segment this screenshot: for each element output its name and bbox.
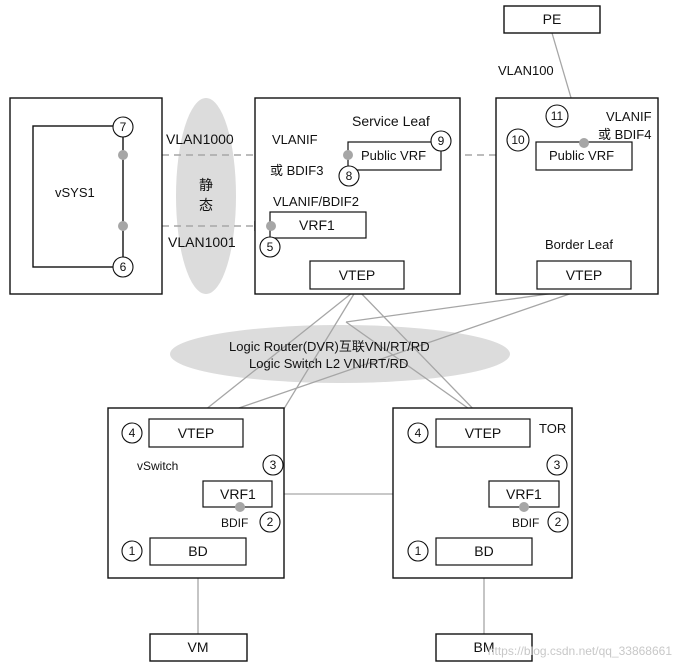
logic-router-label: Logic Router(DVR)互联VNI/RT/RD xyxy=(229,339,430,354)
badge-8-text: 8 xyxy=(346,169,353,183)
badge-1-tor xyxy=(407,540,429,562)
vlanif-bl-label: VLANIF xyxy=(606,109,652,124)
vs-bd-label: BD xyxy=(188,543,207,559)
sl-vrf1-box xyxy=(269,211,367,239)
bm-label: BM xyxy=(474,639,495,655)
vlan1000-label: VLAN1000 xyxy=(166,131,234,147)
tor-vrf1-port xyxy=(519,502,529,512)
badge-3-tor-text: 3 xyxy=(554,458,561,472)
vsys1-inner-box xyxy=(32,125,124,268)
sl-vtep-box xyxy=(309,260,405,290)
vs-vtep-label: VTEP xyxy=(178,425,215,441)
badge-4-vs-text: 4 xyxy=(129,426,136,440)
vm-box xyxy=(149,633,248,662)
badge-10 xyxy=(506,128,530,152)
badge-2-tor xyxy=(547,511,569,533)
sl-vrf1-label: VRF1 xyxy=(299,217,335,233)
tor-bdif-label: BDIF xyxy=(512,516,539,530)
badge-4-tor xyxy=(407,422,429,444)
tor-bd-label: BD xyxy=(474,543,493,559)
sl-vtep-to-vs-vtep-line xyxy=(194,288,358,419)
badge-7 xyxy=(112,116,134,138)
tor-vtep-label: VTEP xyxy=(465,425,502,441)
badge-8 xyxy=(338,165,360,187)
watermark-text: https://blog.csdn.net/qq_33868661 xyxy=(488,644,672,658)
badge-11-text: 11 xyxy=(551,109,564,123)
badge-3-vs xyxy=(262,454,284,476)
bl-vtep-label: VTEP xyxy=(566,267,603,283)
badge-1-tor-text: 1 xyxy=(415,544,422,558)
tor-bd-box xyxy=(435,537,533,566)
vswitch-label: vSwitch xyxy=(137,459,178,473)
static-label-bottom: 态 xyxy=(199,197,213,213)
badge-6 xyxy=(112,256,134,278)
bl-to-tor-line xyxy=(345,321,483,419)
vs-bdif-label: BDIF xyxy=(221,516,248,530)
badge-9 xyxy=(430,130,452,152)
badge-1-vs-text: 1 xyxy=(129,544,136,558)
badge-2-vs-text: 2 xyxy=(267,515,274,529)
static-label-top: 静 xyxy=(199,177,213,193)
vsys1-vlan1001-port xyxy=(118,221,128,231)
badge-3-vs-text: 3 xyxy=(270,458,277,472)
logic-ellipse xyxy=(170,325,510,383)
sl-vtep-to-tor-vtep-line xyxy=(356,288,483,419)
tor-vrf1-label: VRF1 xyxy=(506,486,542,502)
border-leaf-label: Border Leaf xyxy=(545,237,613,252)
badge-6-text: 6 xyxy=(120,260,127,274)
pe-box xyxy=(503,5,601,34)
bl-public-vrf-port xyxy=(579,138,589,148)
vlan100-label: VLAN100 xyxy=(498,63,554,78)
pe-label: PE xyxy=(543,11,562,27)
badge-11 xyxy=(545,104,569,128)
bl-vtep-to-vs-line xyxy=(209,288,585,419)
badge-5-text: 5 xyxy=(267,240,274,254)
vs-vrf1-label: VRF1 xyxy=(220,486,256,502)
bdif4-label: 或 BDIF4 xyxy=(598,127,651,142)
service-leaf-label: Service Leaf xyxy=(352,113,430,129)
vlanif-sl-label: VLANIF xyxy=(272,132,318,147)
badge-4-vs xyxy=(121,422,143,444)
vsys1-vlan1000-port xyxy=(118,150,128,160)
vs-vrf1-port xyxy=(235,502,245,512)
vs-vrf1-box xyxy=(202,480,273,508)
badge-1-vs xyxy=(121,540,143,562)
bdif3-label: 或 BDIF3 xyxy=(270,163,323,178)
sl-vtep-label: VTEP xyxy=(339,267,376,283)
badge-2-vs xyxy=(259,511,281,533)
badge-9-text: 9 xyxy=(438,134,445,148)
vlan1001-label: VLAN1001 xyxy=(168,234,236,250)
vs-bd-box xyxy=(149,537,247,566)
sl-public-vrf-label: Public VRF xyxy=(361,148,426,163)
tor-vtep-box xyxy=(435,418,531,448)
badge-2-tor-text: 2 xyxy=(555,515,562,529)
badge-5 xyxy=(259,236,281,258)
sl-public-vrf-port xyxy=(343,150,353,160)
badge-3-tor xyxy=(546,454,568,476)
sl-vrf1-port xyxy=(266,221,276,231)
vlanif-bdif2-label: VLANIF/BDIF2 xyxy=(273,194,359,209)
badge-7-text: 7 xyxy=(120,120,127,134)
vs-vtep-box xyxy=(148,418,244,448)
bl-public-vrf-label: Public VRF xyxy=(549,148,614,163)
logic-switch-label: Logic Switch L2 VNI/RT/RD xyxy=(249,356,408,371)
static-ellipse xyxy=(176,98,236,294)
sl-public-vrf-box xyxy=(347,141,442,171)
tor-label: TOR xyxy=(539,421,566,436)
vm-label: VM xyxy=(188,639,209,655)
bl-vtep-box xyxy=(536,260,632,290)
vsys1-label: vSYS1 xyxy=(55,185,95,200)
badge-4-tor-text: 4 xyxy=(415,426,422,440)
badge-10-text: 10 xyxy=(511,133,525,147)
bm-box xyxy=(435,633,533,662)
